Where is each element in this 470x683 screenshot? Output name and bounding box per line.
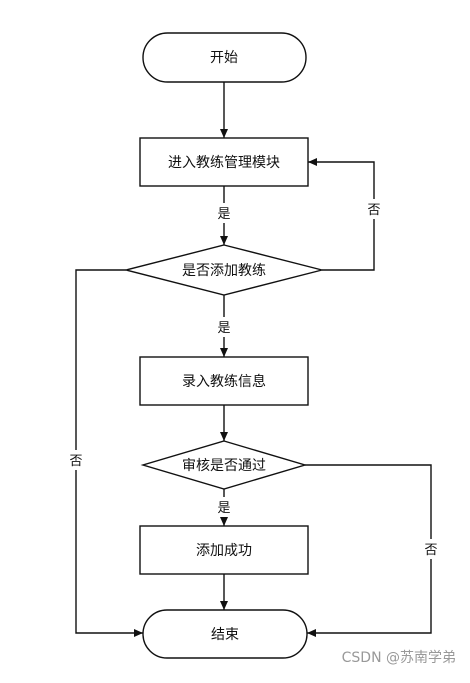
decide-review-diamond <box>140 440 308 490</box>
start-terminal <box>142 32 307 83</box>
decide-add-yes-lower-label: 是 <box>217 321 230 336</box>
decide-add-no-left-label: 否 <box>69 454 82 469</box>
decide-add-no-right-label: 否 <box>367 203 380 218</box>
success-box <box>139 525 309 575</box>
edge-review-no <box>305 464 432 637</box>
decide-review-yes-label: 是 <box>217 501 230 516</box>
end-terminal <box>142 609 308 659</box>
watermark: CSDN @苏南学弟 <box>341 650 456 666</box>
edge-decide-add-no-left <box>75 269 143 637</box>
decide-review-label: 审核是否通过 <box>182 458 266 474</box>
decide-add-yes-label: 是 <box>217 207 230 222</box>
decide-add-label: 是否添加教练 <box>182 263 266 279</box>
input-info-box <box>139 356 309 406</box>
decide-review-no-label: 否 <box>424 543 437 558</box>
decide-add-diamond <box>125 244 323 296</box>
edge-decide-add-no-right <box>308 158 375 271</box>
enter-module-label: 进入教练管理模块 <box>168 155 280 171</box>
input-info-label: 录入教练信息 <box>182 373 266 390</box>
enter-module-box <box>139 137 309 187</box>
success-label: 添加成功 <box>196 543 252 559</box>
start-label: 开始 <box>210 50 238 66</box>
end-label: 结束 <box>211 627 239 643</box>
